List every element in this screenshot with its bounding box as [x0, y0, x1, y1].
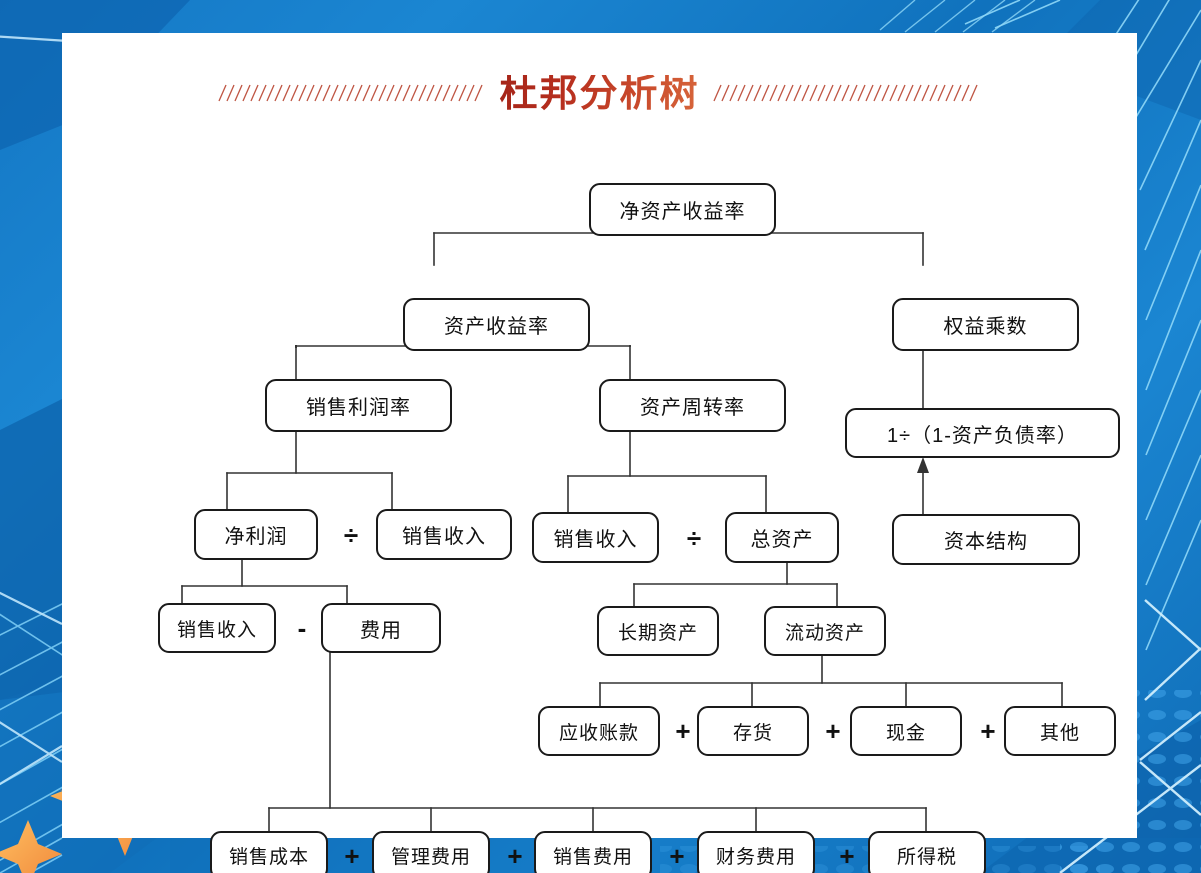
page-title: 杜邦分析树 — [493, 75, 705, 113]
node-label: 销售成本 — [228, 847, 309, 868]
operator-symbol: - — [297, 612, 307, 643]
operator-minus: - — [289, 612, 315, 643]
node-label: 资产收益率 — [444, 316, 549, 338]
operator-plus-1: + — [670, 715, 696, 746]
node-finance-expenses[interactable]: 财务费用 — [697, 831, 815, 873]
node-asset-turnover[interactable]: 资产周转率 — [599, 379, 786, 432]
node-cash[interactable]: 现金 — [850, 706, 962, 756]
operator-plus-5: + — [502, 840, 528, 871]
node-label: 销售收入 — [176, 619, 257, 641]
node-roe[interactable]: 净资产收益率 — [589, 183, 776, 236]
node-current-assets[interactable]: 流动资产 — [764, 606, 886, 656]
operator-symbol: ÷ — [686, 522, 702, 553]
operator-plus-7: + — [834, 840, 860, 871]
operator-plus-4: + — [339, 840, 365, 871]
node-label: 现金 — [885, 722, 926, 744]
node-label: 应收账款 — [558, 722, 639, 744]
operator-plus-6: + — [664, 840, 690, 871]
operator-plus-3: + — [975, 715, 1001, 746]
hatch-left-decoration — [218, 84, 484, 102]
node-asset-return-rate[interactable]: 资产收益率 — [403, 298, 590, 351]
operator-divide-right: ÷ — [680, 522, 708, 553]
node-sales-revenue-turnover[interactable]: 销售收入 — [532, 512, 659, 563]
node-income-tax[interactable]: 所得税 — [868, 831, 986, 873]
node-expenses[interactable]: 费用 — [321, 603, 441, 653]
operator-symbol: + — [980, 715, 996, 746]
node-other-current-assets[interactable]: 其他 — [1004, 706, 1116, 756]
node-label: 费用 — [360, 619, 402, 642]
operator-symbol: + — [344, 840, 360, 871]
operator-symbol: + — [507, 840, 523, 871]
node-net-profit[interactable]: 净利润 — [194, 509, 318, 560]
node-cost-of-sales[interactable]: 销售成本 — [210, 831, 328, 873]
node-profit-margin[interactable]: 销售利润率 — [265, 379, 452, 432]
node-label: 资本结构 — [944, 531, 1028, 553]
node-label: 长期资产 — [617, 622, 698, 644]
node-one-div-one-minus-debt-ratio[interactable]: 1÷（1-资产负债率） — [845, 408, 1120, 458]
operator-symbol: + — [825, 715, 841, 746]
node-total-assets[interactable]: 总资产 — [725, 512, 839, 563]
node-label: 资产周转率 — [640, 397, 745, 419]
node-label: 销售利润率 — [306, 397, 411, 419]
dupont-tree-diagram: 净资产收益率 资产收益率 权益乘数 销售利润率 资产周转率 1÷（1-资产负债率… — [62, 33, 1137, 873]
node-label: 权益乘数 — [943, 316, 1028, 338]
operator-plus-2: + — [820, 715, 846, 746]
content-card: 杜邦分析树 — [62, 33, 1137, 873]
node-label: 总资产 — [750, 529, 814, 551]
operator-symbol: ÷ — [343, 519, 359, 550]
node-accounts-receivable[interactable]: 应收账款 — [538, 706, 660, 756]
operator-divide-left: ÷ — [337, 519, 365, 550]
node-label: 其他 — [1039, 722, 1080, 744]
operator-symbol: + — [675, 715, 691, 746]
node-label: 销售收入 — [402, 526, 486, 548]
operator-symbol: + — [839, 840, 855, 871]
node-label: 管理费用 — [390, 847, 471, 868]
operator-symbol: + — [669, 840, 685, 871]
node-label: 1÷（1-资产负债率） — [887, 424, 1078, 447]
connector-lines — [181, 202, 1063, 832]
node-label: 净利润 — [224, 526, 288, 548]
node-equity-multiplier[interactable]: 权益乘数 — [892, 298, 1079, 351]
node-label: 净资产收益率 — [619, 201, 746, 223]
node-label: 财务费用 — [715, 847, 796, 868]
node-capital-structure[interactable]: 资本结构 — [892, 514, 1080, 565]
title-row: 杜邦分析树 — [62, 75, 1137, 113]
node-sales-revenue-net-profit[interactable]: 销售收入 — [158, 603, 276, 653]
node-sales-revenue-margin[interactable]: 销售收入 — [376, 509, 512, 560]
node-label: 销售费用 — [552, 847, 633, 868]
node-label: 所得税 — [896, 847, 957, 868]
node-label: 流动资产 — [784, 622, 865, 644]
node-label: 销售收入 — [553, 529, 638, 551]
node-administrative-expenses[interactable]: 管理费用 — [372, 831, 490, 873]
node-inventory[interactable]: 存货 — [697, 706, 809, 756]
node-label: 存货 — [732, 722, 773, 744]
node-selling-expenses[interactable]: 销售费用 — [534, 831, 652, 873]
hatch-right-decoration — [712, 84, 978, 102]
node-long-term-assets[interactable]: 长期资产 — [597, 606, 719, 656]
